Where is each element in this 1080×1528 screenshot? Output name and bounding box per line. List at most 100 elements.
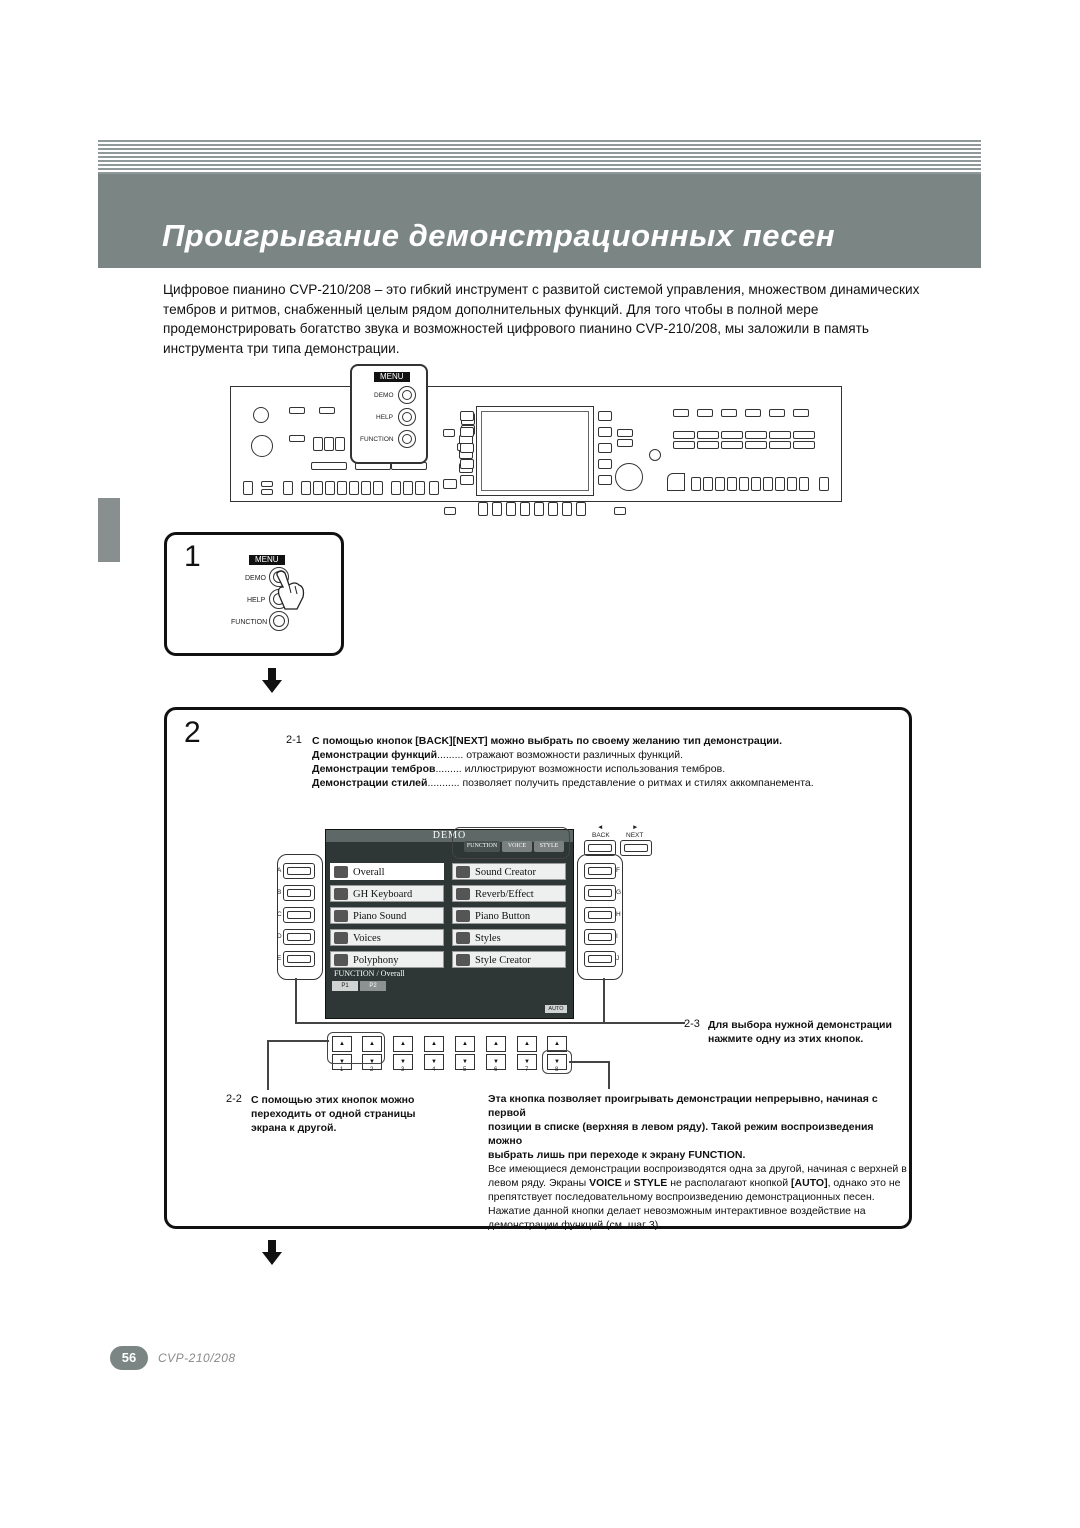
text-span: , однако это не [827,1177,901,1189]
panel-button [548,502,558,516]
def-term: Демонстрации стилей [312,777,428,789]
side-button-a[interactable] [283,863,315,879]
function-button[interactable] [269,611,289,631]
demo-item-gh-keyboard[interactable]: GH Keyboard [330,885,444,902]
side-letter: B [277,889,282,896]
page-button-3[interactable]: ▲▼ [393,1036,413,1070]
side-button-e[interactable] [283,951,315,967]
side-button-c[interactable] [283,907,315,923]
demo-item-polyphony[interactable]: Polyphony [330,951,444,968]
connector-line [608,1061,610,1089]
demo-item-label: Style Creator [475,955,531,966]
tab-voice[interactable]: VOICE [502,841,532,852]
next-button[interactable] [620,840,652,856]
demo-item-overall[interactable]: Overall [330,863,444,880]
styles-icon [456,932,470,944]
button-number: 4 [432,1067,436,1073]
piano-button-icon [456,910,470,922]
demo-button[interactable] [398,386,416,404]
side-button-b[interactable] [283,885,315,901]
demo-item-piano-sound[interactable]: Piano Sound [330,907,444,924]
step-2-1-number: 2-1 [286,734,302,746]
lcd-side-button [460,443,474,453]
panel-button [673,441,695,449]
keyboard-icon [334,888,348,900]
demo-item-style-creator[interactable]: Style Creator [452,951,566,968]
panel-button [793,431,815,439]
panel-button [769,409,785,417]
back-arrow-icon: ◄ [597,824,604,831]
lcd-side-button [460,411,474,421]
help-button[interactable] [398,408,416,426]
side-button-j[interactable] [584,951,616,967]
demo-item-label: Reverb/Effect [475,889,534,900]
page-button-6[interactable]: ▲▼ [486,1036,506,1070]
def-row: Демонстрации функций......... отражают в… [312,748,832,762]
left-button-group [277,854,323,980]
step-2-2-number: 2-2 [226,1093,242,1105]
panel-button [562,502,572,516]
def-term: Демонстрации функций [312,749,438,761]
demo-item-reverb-effect[interactable]: Reverb/Effect [452,885,566,902]
page-button-5[interactable]: ▲▼ [455,1036,475,1070]
panel-button [289,407,305,414]
tab-style[interactable]: STYLE [534,841,564,852]
demo-item-sound-creator[interactable]: Sound Creator [452,863,566,880]
def-dots: ........... [427,777,460,789]
title-bar: Проигрывание демонстрационных песен [98,174,981,268]
model-name: CVP-210/208 [158,1351,236,1365]
side-button-h[interactable] [584,907,616,923]
panel-button [721,409,737,417]
demo-item-piano-button[interactable]: Piano Button [452,907,566,924]
panel-button [739,477,749,491]
panel-button [443,429,455,437]
panel-button [313,437,323,451]
panel-button [319,407,335,414]
title-stripes [98,140,981,174]
panel-button [703,477,713,491]
demo-label: DEMO [374,392,394,399]
side-button-d[interactable] [283,929,315,945]
def-desc: позволяет получить представление о ритма… [462,777,814,789]
panel-button [673,431,695,439]
small-knob [649,449,661,461]
tab-function[interactable]: FUNCTION [464,841,500,852]
down-arrow-icon [262,668,282,693]
text-span: не располагают кнопкой [667,1177,792,1189]
page-button-7[interactable]: ▲▼ [517,1036,537,1070]
demo-item-voices[interactable]: Voices [330,929,444,946]
side-letter: J [616,955,620,962]
lcd-side-button [598,427,612,437]
side-button-g[interactable] [584,885,616,901]
panel-button [721,441,743,449]
side-button-i[interactable] [584,929,616,945]
page-button-4[interactable]: ▲▼ [424,1036,444,1070]
panel-button [617,429,633,437]
page-button-8[interactable]: ▲▼ [547,1036,567,1070]
button-number: 1 [340,1067,344,1073]
panel-button [745,431,767,439]
function-label: FUNCTION [231,619,268,626]
panel-button [478,502,488,516]
demo-item-icon [334,866,348,878]
help-label: HELP [376,414,393,421]
lcd-side-button [598,411,612,421]
auto-text-line: препятствует последовательному воспроизв… [488,1191,875,1203]
function-button[interactable] [398,430,416,448]
page-tab-p1[interactable]: P1 [332,981,358,991]
pointing-hand-icon [276,570,305,610]
demo-item-label: Styles [475,933,501,944]
connector-line [295,978,297,1022]
back-button[interactable] [584,840,616,856]
panel-button [506,502,516,516]
next-arrow-icon: ► [632,824,639,831]
panel-button [261,489,273,495]
page-button-2[interactable]: ▲▼ [362,1036,382,1070]
panel-button [745,441,767,449]
connector-line [603,978,605,1022]
button-number: 8 [555,1067,559,1073]
demo-item-styles[interactable]: Styles [452,929,566,946]
side-button-f[interactable] [584,863,616,879]
page-tab-p2[interactable]: P2 [360,981,386,991]
lcd-side-button [460,475,474,485]
